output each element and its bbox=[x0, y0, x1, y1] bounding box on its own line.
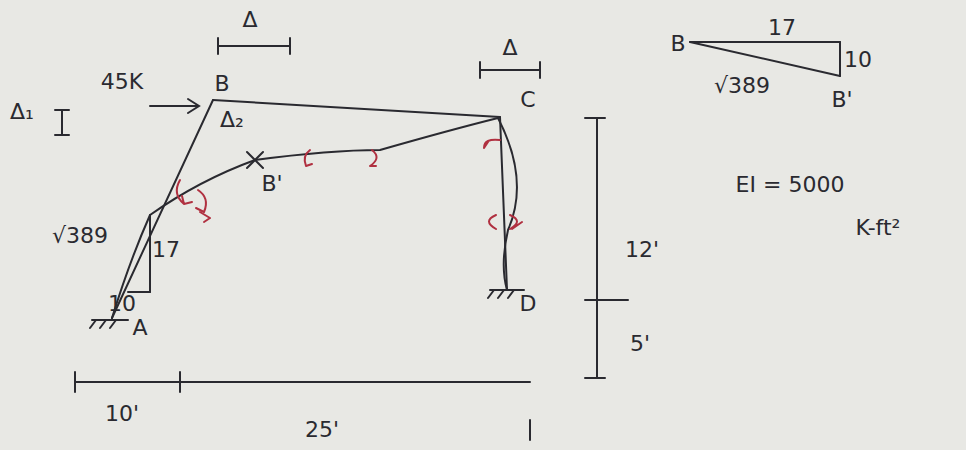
length-label: 10 bbox=[108, 293, 136, 315]
joint-label: B' bbox=[261, 173, 282, 195]
joint-label: B bbox=[670, 33, 685, 55]
note-label: K-ft² bbox=[856, 217, 901, 239]
delta-label: Δ bbox=[502, 37, 517, 59]
dimension-label: 12' bbox=[625, 239, 659, 261]
delta-label: Δ₁ bbox=[10, 101, 34, 123]
delta-label: Δ bbox=[242, 9, 257, 31]
support-label: A bbox=[132, 317, 147, 339]
dimension-label: 25' bbox=[305, 419, 339, 441]
note-label: EI = 5000 bbox=[736, 174, 845, 196]
joint-label: B bbox=[214, 73, 229, 95]
length-label: 17 bbox=[152, 239, 180, 261]
delta-label: Δ₂ bbox=[220, 109, 244, 131]
support-label: D bbox=[520, 293, 537, 315]
length-label: √389 bbox=[714, 75, 770, 97]
dimension-label: 5' bbox=[630, 333, 650, 355]
length-label: √389 bbox=[52, 225, 108, 247]
joint-label: C bbox=[520, 89, 535, 111]
length-label: 17 bbox=[768, 17, 796, 39]
load-label: 45K bbox=[101, 71, 143, 93]
length-label: 10 bbox=[844, 49, 872, 71]
joint-label: B' bbox=[831, 89, 852, 111]
dimension-label: 10' bbox=[105, 403, 139, 425]
